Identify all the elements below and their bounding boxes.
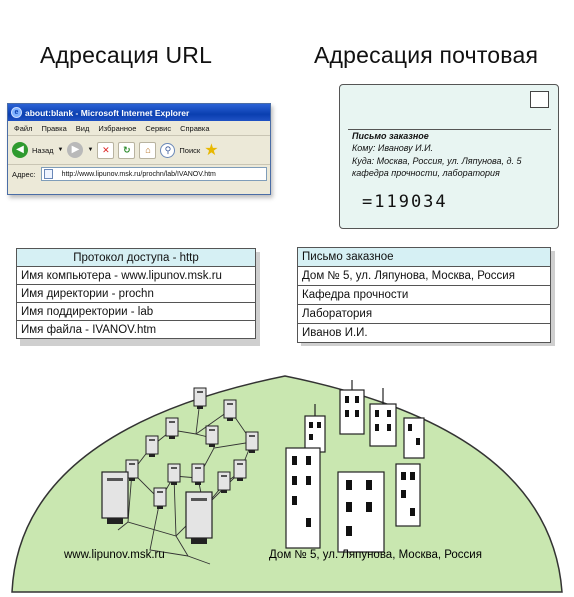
dome-url-label: www.lipunov.msk.ru xyxy=(63,549,165,561)
envelope-line xyxy=(348,129,551,130)
network-city-dome: www.lipunov.msk.ru Дом № 5, ул. Ляпунова… xyxy=(11,375,563,593)
menu-item-favorites[interactable]: Избранное xyxy=(98,123,137,133)
url-table-header: Протокол доступа - http xyxy=(16,248,256,267)
favorites-star-icon[interactable]: ★ xyxy=(204,142,219,159)
stop-icon[interactable]: ✕ xyxy=(97,141,115,159)
forward-arrow-icon[interactable]: ▶ xyxy=(67,142,84,158)
mail-addressing-title: Адресация почтовая xyxy=(314,42,539,68)
table-row: Имя компьютера - www.lipunov.msk.ru xyxy=(16,266,256,285)
server-icon xyxy=(165,417,179,440)
mail-table-cell: Иванов И.И. xyxy=(297,323,551,343)
city-buildings xyxy=(285,380,425,553)
server-icon xyxy=(193,387,207,410)
table-row: Иванов И.И. xyxy=(297,323,551,343)
address-input[interactable]: http://www.lipunov.msk.ru/prochn/lab/IVA… xyxy=(40,167,267,181)
server-icon xyxy=(205,425,219,448)
building-windows xyxy=(292,396,420,536)
stamp-box xyxy=(530,91,549,108)
url-addressing-title: Адресация URL xyxy=(40,42,213,68)
back-button-label[interactable]: Назад xyxy=(32,145,54,155)
menu-item-help[interactable]: Справка xyxy=(180,123,210,133)
server-icon xyxy=(191,463,205,486)
server-icon xyxy=(167,463,181,486)
menu-item-tools[interactable]: Сервис xyxy=(145,123,172,133)
table-header-row: Протокол доступа - http xyxy=(16,248,256,267)
address-label: Адрес: xyxy=(12,169,36,179)
server-icon xyxy=(245,431,259,454)
url-table-cell: Имя поддиректории - lab xyxy=(16,302,256,321)
browser-window-title: about:blank - Microsoft Internet Explore… xyxy=(25,107,190,118)
table-row: Имя поддиректории - lab xyxy=(16,302,256,321)
address-bar: Адрес: http://www.lipunov.msk.ru/prochn/… xyxy=(8,165,270,183)
page-icon xyxy=(43,169,53,179)
envelope-postal-code: =119034 xyxy=(362,192,448,212)
envelope-address: Куда: Москва, Россия, ул. Ляпунова, д. 5 xyxy=(352,156,522,166)
mail-components-table: Письмо заказное Дом № 5, ул. Ляпунова, М… xyxy=(297,247,551,343)
home-icon[interactable]: ⌂ xyxy=(139,141,157,159)
back-arrow-icon[interactable]: ◀ xyxy=(12,142,28,158)
server-icon xyxy=(223,399,237,422)
menu-item-view[interactable]: Вид xyxy=(75,123,90,133)
address-value: http://www.lipunov.msk.ru/prochn/lab/IVA… xyxy=(61,170,216,178)
ie-logo-icon: e xyxy=(11,107,22,118)
table-row: Лаборатория xyxy=(297,304,551,324)
envelope-registered-text: Письмо заказное xyxy=(352,131,429,141)
server-icon xyxy=(217,471,231,494)
search-button-label[interactable]: Поиск xyxy=(179,145,201,155)
server-icon xyxy=(233,459,247,482)
mail-table-cell: Лаборатория xyxy=(297,304,551,324)
envelope-department: кафедра прочности, лаборатория xyxy=(352,168,500,178)
table-header-row: Письмо заказное xyxy=(297,247,551,267)
table-row: Кафедра прочности xyxy=(297,285,551,305)
dome-address-label: Дом № 5, ул. Ляпунова, Москва, Россия xyxy=(269,549,482,561)
browser-window: e about:blank - Microsoft Internet Explo… xyxy=(7,103,271,195)
table-row: Дом № 5, ул. Ляпунова, Москва, Россия xyxy=(297,266,551,286)
menu-item-edit[interactable]: Правка xyxy=(41,123,67,133)
large-server-icon xyxy=(185,491,213,545)
mail-table-cell: Дом № 5, ул. Ляпунова, Москва, Россия xyxy=(297,266,551,286)
envelope-recipient: Кому: Иванову И.И. xyxy=(352,143,434,153)
url-components-table: Протокол доступа - http Имя компьютера -… xyxy=(16,248,256,339)
envelope: Письмо заказное Кому: Иванову И.И. Куда:… xyxy=(339,84,559,229)
table-row: Имя файла - IVANOV.htm xyxy=(16,320,256,339)
browser-toolbar: ◀ Назад ▼ ▶ ▼ ✕ ↻ ⌂ ⚲ Поиск ★ xyxy=(8,136,270,165)
mail-table-header: Письмо заказное xyxy=(297,247,551,267)
menu-item-file[interactable]: Файл xyxy=(14,123,33,133)
browser-menubar: Файл Правка Вид Избранное Сервис Справка xyxy=(8,121,270,136)
url-table-cell: Имя файла - IVANOV.htm xyxy=(16,320,256,339)
search-icon[interactable]: ⚲ xyxy=(160,142,176,158)
table-row: Имя директории - prochn xyxy=(16,284,256,303)
server-icon xyxy=(145,435,159,458)
url-table-cell: Имя директории - prochn xyxy=(16,284,256,303)
large-server-icon xyxy=(101,471,129,525)
url-table-cell: Имя компьютера - www.lipunov.msk.ru xyxy=(16,266,256,285)
server-icon xyxy=(153,487,167,510)
back-dropdown-icon[interactable]: ▼ xyxy=(57,147,64,153)
forward-dropdown-icon[interactable]: ▼ xyxy=(87,147,94,153)
browser-titlebar: e about:blank - Microsoft Internet Explo… xyxy=(8,104,270,121)
mail-table-cell: Кафедра прочности xyxy=(297,285,551,305)
refresh-icon[interactable]: ↻ xyxy=(118,141,136,159)
